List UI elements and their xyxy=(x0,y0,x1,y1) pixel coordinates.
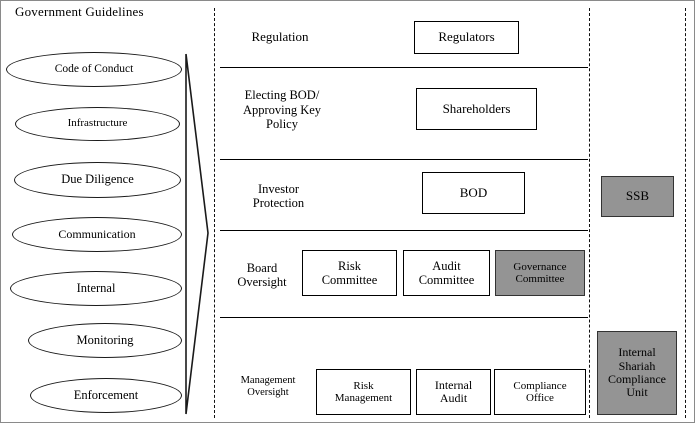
row-label-text: Management xyxy=(240,374,296,386)
row-divider-3 xyxy=(220,230,588,231)
divider-dashed-left xyxy=(214,8,215,418)
guideline-label: Communication xyxy=(58,227,136,242)
guideline-ellipse-internal[interactable]: Internal xyxy=(10,271,182,306)
entity-box-label: Audit xyxy=(439,391,468,405)
grouping-bracket-icon xyxy=(185,53,209,415)
page-title: Government Guidelines xyxy=(15,4,144,19)
entity-box-label: Internal xyxy=(434,377,473,392)
entity-box-label: Compliance xyxy=(513,379,567,392)
row-divider-2 xyxy=(220,159,588,160)
entity-box-label: Risk xyxy=(338,259,361,273)
row-label-management-oversight: Management Oversight xyxy=(223,371,313,403)
entity-box-label: Shariah xyxy=(618,358,656,373)
entity-box-label: BOD xyxy=(459,184,488,200)
entity-box-label: Risk xyxy=(353,379,374,392)
entity-box-label: Management xyxy=(334,392,393,404)
row-label-regulation: Regulation xyxy=(225,23,335,51)
entity-box-label: Committee xyxy=(418,273,475,287)
entity-box-label: Committee xyxy=(515,273,565,285)
divider-dashed-right xyxy=(685,8,686,418)
entity-box-shareholders[interactable]: Shareholders xyxy=(416,88,537,130)
guideline-ellipse-communication[interactable]: Communication xyxy=(12,217,182,252)
entity-box-governance-committee[interactable]: Governance Committee xyxy=(495,250,585,296)
row-label-text: Regulation xyxy=(251,28,309,44)
entity-box-label: Committee xyxy=(321,273,378,287)
row-divider-1 xyxy=(220,67,588,68)
row-label-text: Board xyxy=(246,260,278,275)
entity-box-label: Shareholders xyxy=(442,100,511,116)
entity-box-compliance-office[interactable]: Compliance Office xyxy=(494,369,586,415)
entity-box-label: Regulators xyxy=(438,29,495,45)
row-label-text: Policy xyxy=(266,117,298,132)
guideline-ellipse-infrastructure[interactable]: Infrastructure xyxy=(15,107,180,141)
entity-box-label: Unit xyxy=(626,385,648,400)
entity-box-ssb[interactable]: SSB xyxy=(601,176,674,217)
guideline-ellipse-code-of-conduct[interactable]: Code of Conduct xyxy=(6,52,182,87)
guideline-label: Infrastructure xyxy=(67,117,128,130)
guideline-ellipse-monitoring[interactable]: Monitoring xyxy=(28,323,182,358)
entity-box-label: Audit xyxy=(432,259,461,273)
divider-dashed-middle xyxy=(589,8,590,418)
entity-box-internal-shariah-compliance-unit[interactable]: Internal Shariah Compliance Unit xyxy=(597,331,677,415)
row-label-text: Electing BOD/ xyxy=(244,88,320,103)
guideline-ellipse-due-diligence[interactable]: Due Diligence xyxy=(14,162,181,198)
row-divider-4 xyxy=(220,317,588,318)
row-label-electing-bod: Electing BOD/ Approving Key Policy xyxy=(223,81,341,139)
row-label-text: Approving Key xyxy=(242,102,322,117)
row-label-board-oversight: Board Oversight xyxy=(226,257,298,293)
row-label-text: Investor xyxy=(258,181,299,196)
entity-box-regulators[interactable]: Regulators xyxy=(414,21,519,54)
entity-box-bod[interactable]: BOD xyxy=(422,172,525,214)
guideline-ellipse-enforcement[interactable]: Enforcement xyxy=(30,378,182,413)
row-label-text: Oversight xyxy=(247,387,289,398)
entity-box-audit-committee[interactable]: Audit Committee xyxy=(403,250,490,296)
entity-box-label: Governance xyxy=(513,260,567,273)
guideline-label: Due Diligence xyxy=(61,172,134,187)
entity-box-internal-audit[interactable]: Internal Audit xyxy=(416,369,491,415)
entity-box-label: Compliance xyxy=(608,372,666,386)
row-label-investor-protection: Investor Protection xyxy=(226,177,331,215)
entity-box-label: Internal xyxy=(618,345,656,360)
guideline-label: Code of Conduct xyxy=(54,63,134,76)
guideline-label: Monitoring xyxy=(76,332,134,347)
entity-box-label: Office xyxy=(526,392,554,404)
guideline-label: Enforcement xyxy=(73,387,139,402)
entity-box-risk-management[interactable]: Risk Management xyxy=(316,369,411,415)
row-label-text: Oversight xyxy=(237,275,287,289)
entity-box-risk-committee[interactable]: Risk Committee xyxy=(302,250,397,296)
entity-box-label: SSB xyxy=(625,188,650,204)
guideline-label: Internal xyxy=(76,280,116,295)
row-label-text: Protection xyxy=(252,196,305,210)
